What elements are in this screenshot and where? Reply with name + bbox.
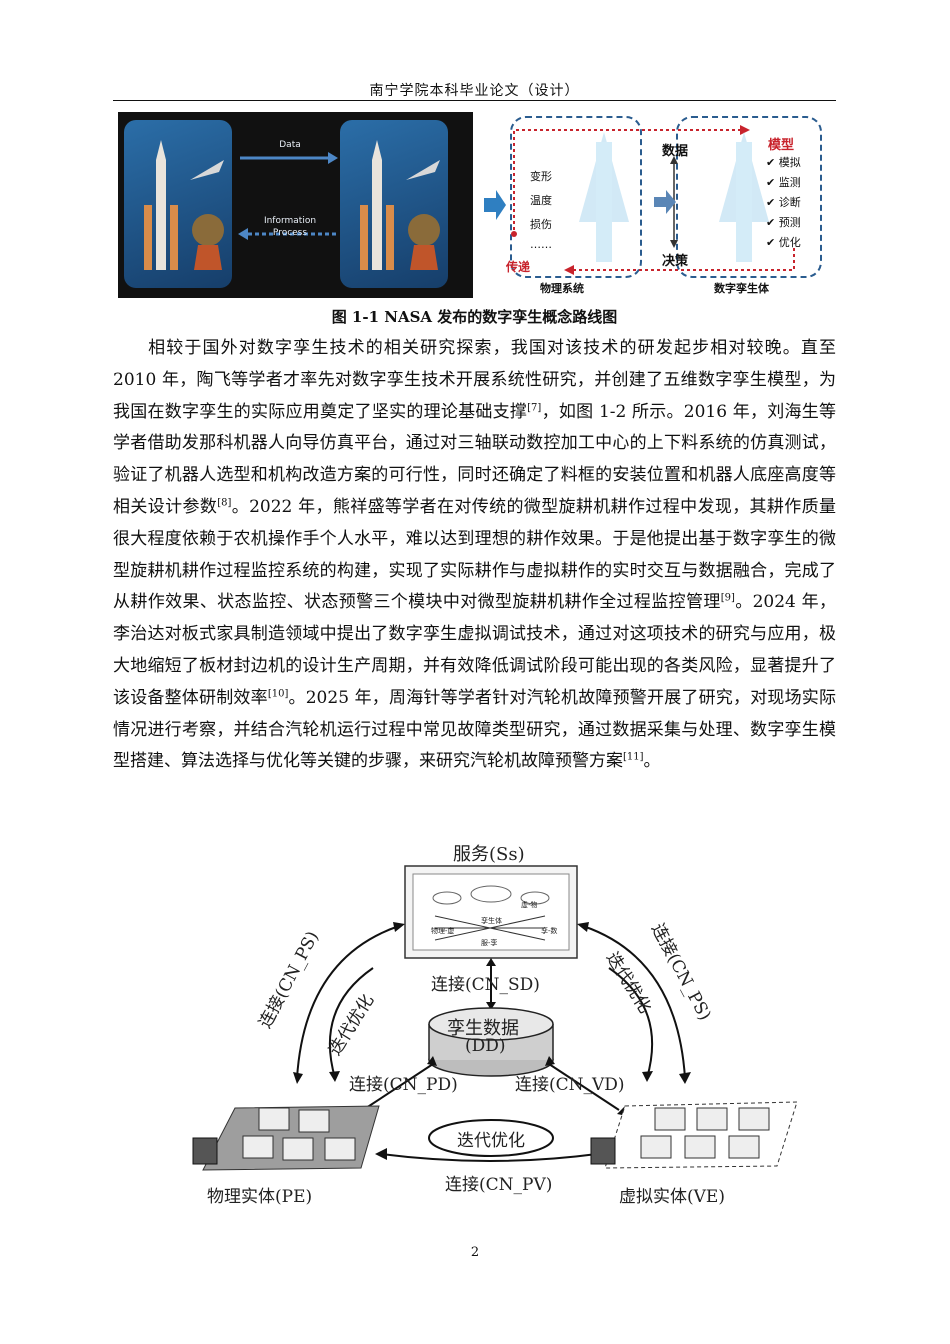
model-item: ✔ 预测 xyxy=(766,216,801,229)
decision-arrow-label: 决策 xyxy=(662,254,689,269)
physical-rocket-panel xyxy=(124,120,232,288)
figure-2: 服务(Ss) 物理-虚 虚-物 孪-数 服-孪 孪生体 连接(CN_SD) 孪生… xyxy=(185,838,805,1208)
data-label: Data xyxy=(279,140,301,150)
figure-1: Data Information Process 变形 温度 损伤 …… xyxy=(118,112,833,300)
physical-item: …… xyxy=(530,238,552,251)
model-item: ✔ 监测 xyxy=(766,176,801,189)
physical-system-box xyxy=(510,116,642,278)
model-item: ✔ 优化 xyxy=(766,236,801,249)
physical-item: 温度 xyxy=(530,194,552,207)
physical-item: 变形 xyxy=(530,170,552,183)
physical-item: 损伤 xyxy=(530,218,552,231)
header-divider xyxy=(113,100,836,101)
services-label: 服务(Ss) xyxy=(453,844,525,865)
digital-twin-label: 数字孪生体 xyxy=(714,282,769,295)
twin-data-abbr: (DD) xyxy=(465,1036,506,1056)
transmit-label: 传递 xyxy=(506,260,531,274)
red-dotted-loop xyxy=(511,125,795,275)
twin-data-label: 孪生数据 xyxy=(447,1018,519,1039)
connection-sd-label: 连接(CN_SD) xyxy=(431,975,540,995)
rocket-illustration xyxy=(144,140,224,270)
digital-twin-diagram: 变形 温度 损伤 …… 数据 决策 传递 模型 ✔ 模拟 ✔ 监测 ✔ 诊断 ✔… xyxy=(484,112,833,300)
model-item: ✔ 模拟 xyxy=(766,156,801,169)
data-arrows xyxy=(238,152,338,240)
page-header: 南宁学院本科毕业论文（设计） xyxy=(369,83,580,99)
body-paragraph: 相较于国外对数字孪生技术的相关研究探索，我国对该技术的研发起步相对较晚。直至 2… xyxy=(113,338,837,772)
digital-twin-box xyxy=(676,116,822,278)
iteration-bottom-label: 迭代优化 xyxy=(457,1131,525,1151)
connection-pv-label: 连接(CN_PV) xyxy=(445,1175,553,1195)
information-label: Information xyxy=(263,216,317,226)
screen-label: 孪生体 xyxy=(481,917,502,925)
model-item: ✔ 诊断 xyxy=(766,196,801,209)
screen-label: 虚-物 xyxy=(521,901,538,909)
physical-entity-label: 物理实体(PE) xyxy=(207,1187,313,1207)
virtual-entity-label: 虚拟实体(VE) xyxy=(619,1187,725,1207)
physical-system-label: 物理系统 xyxy=(540,282,584,295)
process-label: Process xyxy=(272,228,308,238)
figure-1-caption: 图 1-1 NASA 发布的数字孪生概念路线图 xyxy=(331,308,618,326)
five-dimension-model-diagram xyxy=(192,865,798,1171)
virtual-rocket-panel xyxy=(340,120,448,288)
screen-label: 物理-虚 xyxy=(431,927,455,935)
model-title: 模型 xyxy=(768,138,795,153)
data-arrow-label: 数据 xyxy=(662,144,689,159)
screen-label: 孪-数 xyxy=(541,927,558,935)
nasa-photo-panel: Data Information Process xyxy=(118,112,473,298)
arrow-right-icon xyxy=(484,190,506,220)
connection-vd-label: 连接(CN_VD) xyxy=(515,1075,625,1095)
rocket-illustration xyxy=(360,140,440,270)
page-number: 2 xyxy=(470,1245,480,1260)
connection-pd-label: 连接(CN_PD) xyxy=(349,1075,458,1095)
screen-label: 服-孪 xyxy=(481,939,498,947)
